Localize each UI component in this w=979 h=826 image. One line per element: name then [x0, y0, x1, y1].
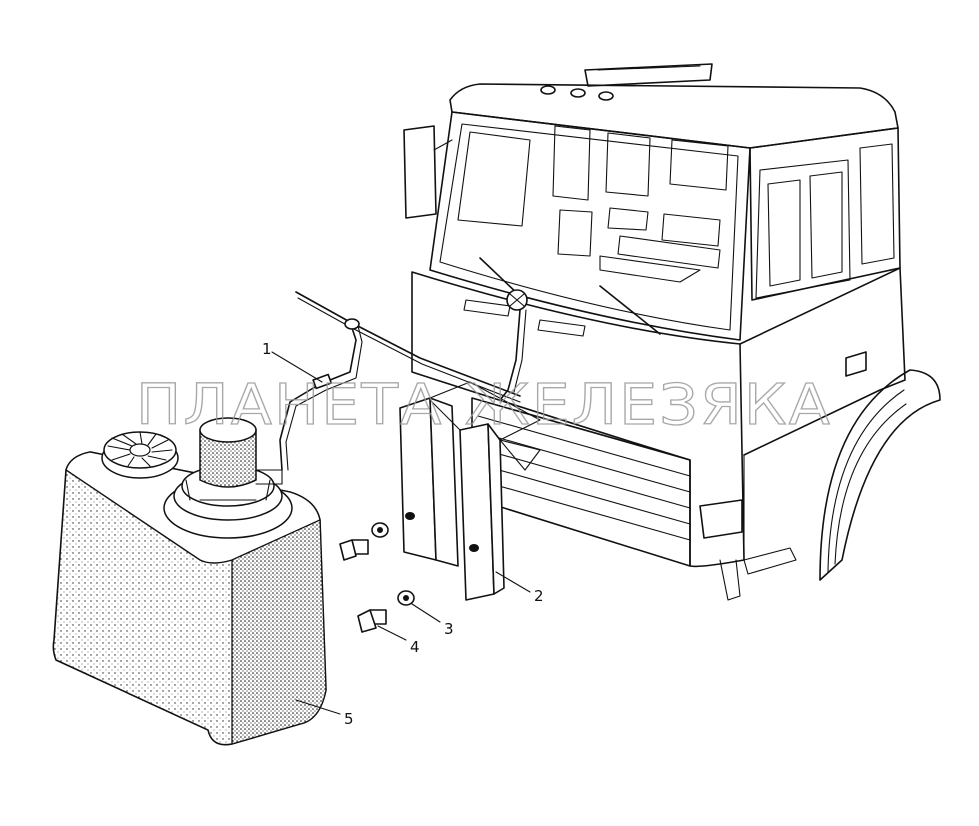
cab-front-panel	[411, 271, 745, 568]
wiper-arm	[479, 257, 521, 297]
callout-4: 4	[410, 638, 420, 656]
fender	[819, 369, 941, 581]
watermark-text: ПЛАНЕТА ЖЕЛЕЗЯКА	[136, 373, 832, 438]
roof-lamp	[598, 91, 614, 101]
fasteners	[339, 522, 415, 633]
hose-tee	[344, 318, 360, 330]
callout-3: 3	[444, 620, 454, 638]
bracket-hole	[405, 512, 415, 520]
side-mirror	[403, 125, 437, 219]
roof-lamp	[540, 85, 556, 95]
truck-cab	[403, 63, 941, 601]
leader-line-3	[411, 603, 441, 623]
bracket-hole	[469, 544, 479, 552]
pump-motor	[199, 429, 257, 488]
bolt-lower	[357, 609, 387, 633]
bolt-head	[339, 539, 357, 561]
cab-roof	[449, 83, 899, 149]
bolt-head	[357, 609, 377, 633]
leader-line-1	[271, 351, 323, 383]
callouts: 1 2 3 4 5	[262, 340, 544, 728]
callout-2: 2	[534, 587, 544, 605]
leader-line-2	[495, 571, 531, 593]
side-door	[749, 127, 901, 301]
mounting-bracket	[399, 381, 541, 601]
washer-hose	[279, 291, 527, 471]
bolt-upper	[339, 539, 369, 561]
washer-reservoir	[52, 417, 327, 746]
roof-lamp	[570, 88, 586, 98]
wiper-arm	[599, 285, 661, 335]
windshield-frame	[429, 111, 751, 341]
callout-5: 5	[344, 710, 354, 728]
roof-hatch	[584, 63, 713, 87]
leader-line-4	[377, 625, 407, 641]
leader-line-5	[295, 699, 341, 715]
callout-1: 1	[262, 340, 272, 358]
headlamp	[699, 499, 743, 539]
